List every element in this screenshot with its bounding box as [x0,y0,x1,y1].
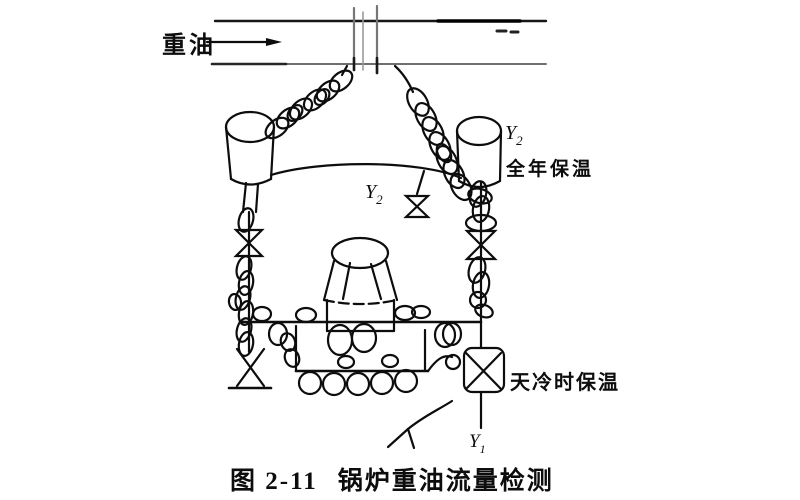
leader-curve [386,399,454,450]
mid-valve [403,169,431,219]
cold-weather-insulation-label: 天冷时保温 [510,370,620,394]
left-tank [224,110,276,214]
figure-number: 图 2-11 [230,468,318,495]
left-bottom-valve [227,347,273,390]
figure-title: 锅炉重油流量检测 [338,466,554,495]
left-upper-valve [233,228,265,258]
figure-caption: 图 2-11 锅炉重油流量检测 [230,466,554,495]
traced-pipe-roof-left [264,64,354,140]
mid-valve-label: Y2 [365,181,383,207]
flow-direction-arrow [205,38,282,46]
y1-label: Y1 [469,431,486,456]
main-traced-pipe [238,304,483,357]
left-traced-drop [227,207,255,357]
flow-meter-taps [352,4,379,75]
oil-supply-pipe [210,19,548,66]
right-tank [455,115,503,205]
right-upper-valve [464,229,498,261]
right-valve-label: Y2 [505,122,523,148]
tank-connector-pipe [269,163,463,180]
year-round-insulation-label: 全年保温 [505,157,594,180]
traced-pipe-roof-right [393,64,473,202]
bypass-traced-pipe [279,324,462,397]
cold-weather-valve [462,346,506,430]
inlet-label: 重油 [162,32,216,59]
burner [322,236,399,333]
